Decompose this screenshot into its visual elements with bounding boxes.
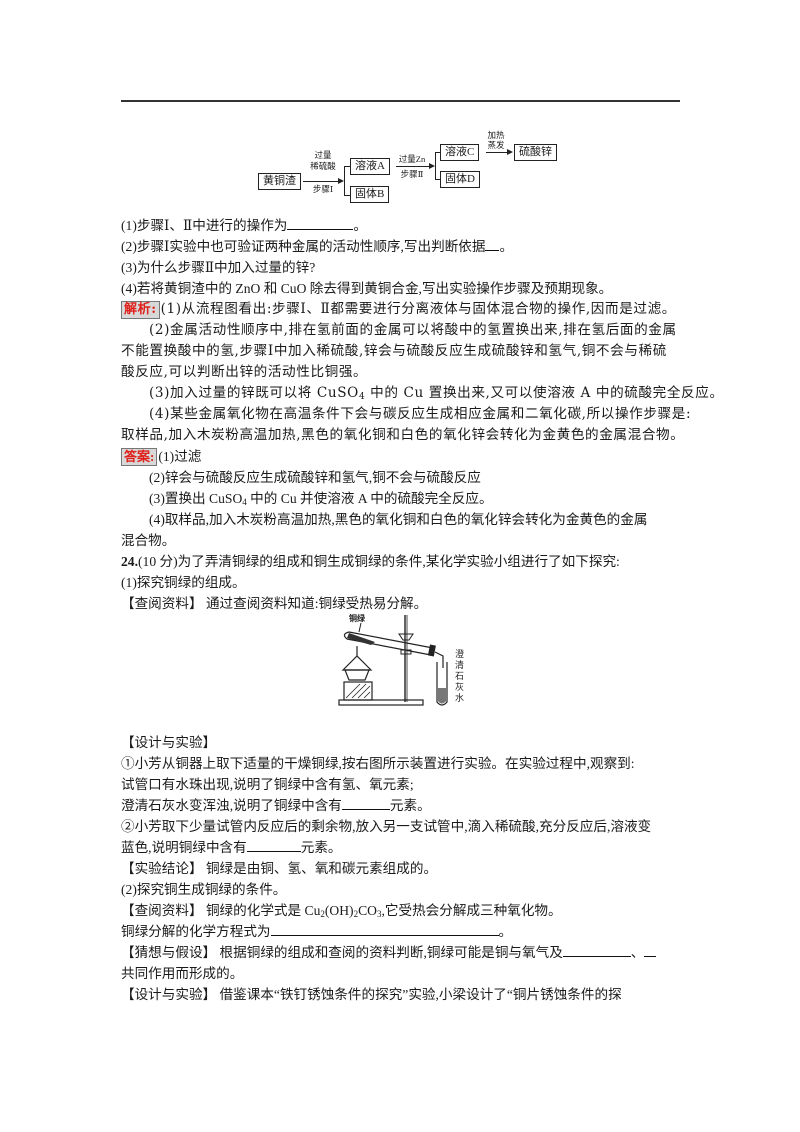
answer-blank[interactable] — [341, 795, 390, 810]
flow-line — [344, 166, 346, 196]
flow-label: 稀硫酸 — [310, 161, 336, 171]
question-4: (4)若将黄铜渣中的 ZnO 和 CuO 除去得到黄铜合金,写出实验操作步骤及预… — [121, 281, 613, 296]
flow-label: 蒸发 — [487, 140, 505, 150]
flow-line — [435, 152, 440, 154]
flow-line — [344, 195, 350, 197]
flow-line — [344, 166, 350, 168]
flow-label: 步骤Ⅰ — [312, 184, 334, 194]
step-1-observation: 试管口有水珠出现,说明了铜绿中含有氢、氧元素; — [121, 777, 414, 792]
svg-text:铜绿: 铜绿 — [349, 613, 366, 623]
lookup-2: 【查阅资料】 铜绿的化学式是 Cu2(OH)2CO3,它受热会分解成三种氧化物。 — [121, 903, 562, 919]
conclusion: 【实验结论】 铜绿是由铜、氢、氧和碳元素组成的。 — [121, 861, 438, 876]
step-2-cont: 蓝色,说明铜绿中含有元素。 — [121, 837, 681, 858]
process-flow-diagram: 黄铜渣 过量 稀硫酸 步骤Ⅰ 溶液A 固体B 过量Zn 步骤Ⅱ 溶液C 固体D … — [258, 130, 557, 203]
flow-line — [435, 152, 437, 180]
question-2: (2)步骤Ⅰ实验中也可验证两种金属的活动性顺序,写出判断依据。 — [121, 236, 681, 257]
flow-box-product: 硫酸锌 — [514, 144, 557, 161]
question-1: (1)步骤Ⅰ、Ⅱ中进行的操作为。 — [121, 215, 681, 236]
question-3: (3)为什么步骤Ⅱ中加入过量的锌? — [121, 260, 316, 275]
flow-box-start: 黄铜渣 — [258, 173, 301, 190]
question-24-intro: 24.(10 分)为了弄清铜绿的组成和铜生成铜绿的条件,某化学实验小组进行了如下… — [121, 554, 620, 569]
flow-box-solution-a: 溶液A — [350, 158, 390, 175]
lookup-1: 【查阅资料】 通过查阅资料知道:铜绿受热易分解。 — [121, 596, 428, 611]
answer-blank[interactable] — [562, 942, 631, 957]
arrow-icon — [338, 178, 344, 184]
arrow-icon — [429, 163, 435, 169]
answer-1: 答案:(1)过滤 — [121, 446, 681, 467]
design-2: 【设计与实验】 借鉴课本“铁钉锈蚀条件的探究”实验,小梁设计了“铜片锈蚀条件的探 — [121, 987, 622, 1002]
flow-box-solid-d: 固体D — [440, 171, 480, 188]
flow-box-solid-b: 固体B — [350, 186, 390, 203]
flow-label: 过量Zn — [398, 154, 426, 164]
analysis-label: 解析: — [121, 301, 160, 319]
analysis-1: 解析:(1)从流程图看出:步骤Ⅰ、Ⅱ都需要进行分离液体与固体混合物的操作,因而是… — [121, 299, 681, 320]
answer-blank[interactable] — [485, 236, 500, 251]
svg-text:水: 水 — [455, 692, 464, 704]
flow-label: 过量 — [314, 150, 332, 160]
analysis-3: (3)加入过量的锌既可以将 CuSO4 中的 Cu 置换出来,又可以使溶液 A … — [149, 385, 724, 402]
answer-4: (4)取样品,加入木炭粉高温加热,黑色的氧化铜和白色的氧化锌会转化为金黄色的金属 — [149, 512, 648, 527]
header-rule — [121, 100, 680, 102]
question-24-part2: (2)探究铜生成铜绿的条件。 — [121, 882, 287, 897]
analysis-4-cont: 取样品,加入木炭粉高温加热,黑色的氧化铜和白色的氧化锌会转化为金黄色的金属混合物… — [121, 427, 685, 443]
apparatus-diagram-icon: 铜绿 澄 清 — [338, 613, 464, 706]
answer-blank[interactable] — [270, 921, 499, 936]
answer-label: 答案: — [121, 448, 158, 466]
analysis-2-cont: 不能置换酸中的氢,步骤Ⅰ中加入稀硫酸,锌会与硫酸反应生成硫酸锌和氢气,铜不会与稀… — [121, 343, 667, 359]
step-2: ②小芳取下少量试管内反应后的剩余物,放入另一支试管中,滴入稀硫酸,充分反应后,溶… — [121, 819, 652, 834]
hypothesis-cont: 共同作用而形成的。 — [121, 966, 244, 981]
svg-text:澄: 澄 — [455, 648, 464, 660]
answer-3: (3)置换出 CuSO4 中的 Cu 并使溶液 A 中的硫酸完全反应。 — [149, 491, 493, 507]
analysis-4: (4)某些金属氧化物在高温条件下会与碳反应生成相应金属和二氧化碳,所以操作步骤是… — [149, 406, 692, 422]
question-block: (1)步骤Ⅰ、Ⅱ中进行的操作为。 (2)步骤Ⅰ实验中也可验证两种金属的活动性顺序… — [121, 215, 724, 614]
flow-label: 步骤Ⅱ — [400, 169, 424, 179]
svg-text:石: 石 — [455, 672, 464, 682]
svg-text:灰: 灰 — [455, 681, 464, 693]
analysis-2: (2)金属活动性顺序中,排在氢前面的金属可以将酸中的氢置换出来,排在氢后面的金属 — [149, 322, 677, 338]
analysis-2-cont: 酸反应,可以判断出锌的活动性比铜强。 — [121, 364, 368, 380]
answer-2: (2)锌会与硫酸反应生成硫酸锌和氢气,铜不会与硫酸反应 — [149, 470, 481, 485]
arrow-icon — [507, 149, 513, 155]
question-24-part1: (1)探究铜绿的组成。 — [121, 575, 246, 590]
design-heading: 【设计与实验】 — [121, 735, 217, 750]
answer-blank[interactable] — [644, 942, 657, 957]
answer-blank[interactable] — [246, 837, 301, 852]
heating-apparatus-figure: 铜绿 澄 清 — [335, 612, 475, 712]
answer-blank[interactable] — [287, 215, 354, 230]
svg-text:清: 清 — [455, 659, 464, 671]
flow-line — [396, 166, 432, 168]
step-1-observation: 澄清石灰水变浑浊,说明了铜绿中含有元素。 — [121, 795, 681, 816]
step-1: ①小芳从铜器上取下适量的干燥铜绿,按右图所示装置进行实验。在实验过程中,观察到: — [121, 756, 635, 771]
answer-4-cont: 混合物。 — [121, 533, 176, 548]
flow-line — [303, 181, 341, 183]
hypothesis: 【猜想与假设】 根据铜绿的组成和查阅的资料判断,铜绿可能是铜与氧气及、 — [121, 942, 681, 963]
flow-box-solution-c: 溶液C — [440, 144, 480, 161]
flow-label: 加热 — [487, 130, 505, 140]
flow-line — [486, 152, 510, 154]
equation-line: 铜绿分解的化学方程式为。 — [121, 921, 681, 942]
experiment-block: 【设计与实验】 ①小芳从铜器上取下适量的干燥铜绿,按右图所示装置进行实验。在实验… — [121, 732, 681, 1005]
flow-line — [435, 179, 440, 181]
